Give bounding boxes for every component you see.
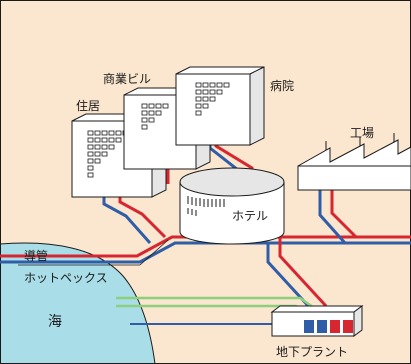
plant-unit-2 (317, 320, 327, 333)
hospital-label: 病院 (270, 78, 294, 93)
sea-area (0, 243, 155, 364)
plant-unit-3 (330, 320, 340, 333)
residence-windows (87, 130, 129, 178)
residence-label: 住居 (76, 99, 100, 113)
label-leader (139, 239, 169, 266)
hospital-front (175, 73, 251, 146)
commercial-windows (141, 103, 169, 130)
conduit-label: 導管 (24, 248, 48, 263)
hot-pipe-trunk (0, 235, 411, 258)
factory-wall (297, 165, 411, 191)
hotel-body (179, 182, 285, 245)
factory-building: 工場 (297, 126, 411, 191)
coastline (0, 242, 156, 364)
factory-cold-branch (318, 190, 347, 244)
cold-pipe-trunk (0, 241, 411, 264)
sea-label: 海 (48, 314, 62, 330)
hot-pex-label: ホットペックス (24, 271, 108, 285)
factory-label: 工場 (350, 126, 374, 140)
hotel-roof (179, 167, 285, 197)
factory-chimneys (325, 133, 395, 150)
plant-top (270, 305, 364, 313)
plant-label: 地下プラント (276, 345, 348, 359)
hospital-building (175, 66, 265, 146)
commercial-label: 商業ビル (103, 71, 151, 86)
hospital-side (249, 66, 265, 146)
factory-hot-branch (330, 190, 358, 239)
plant-cold-branch (266, 243, 314, 312)
plant-unit-4 (343, 320, 353, 333)
hospital-top (175, 66, 265, 75)
hotel-windows (187, 196, 225, 216)
hotel-building: ホテル (179, 167, 285, 245)
plant-hot-branch (278, 237, 328, 308)
underground-plant: 地下プラント (270, 305, 364, 359)
hospital-windows (195, 82, 230, 116)
plant-side (353, 305, 363, 337)
plant-unit-1 (304, 320, 314, 333)
hotel-label: ホテル (232, 209, 268, 223)
